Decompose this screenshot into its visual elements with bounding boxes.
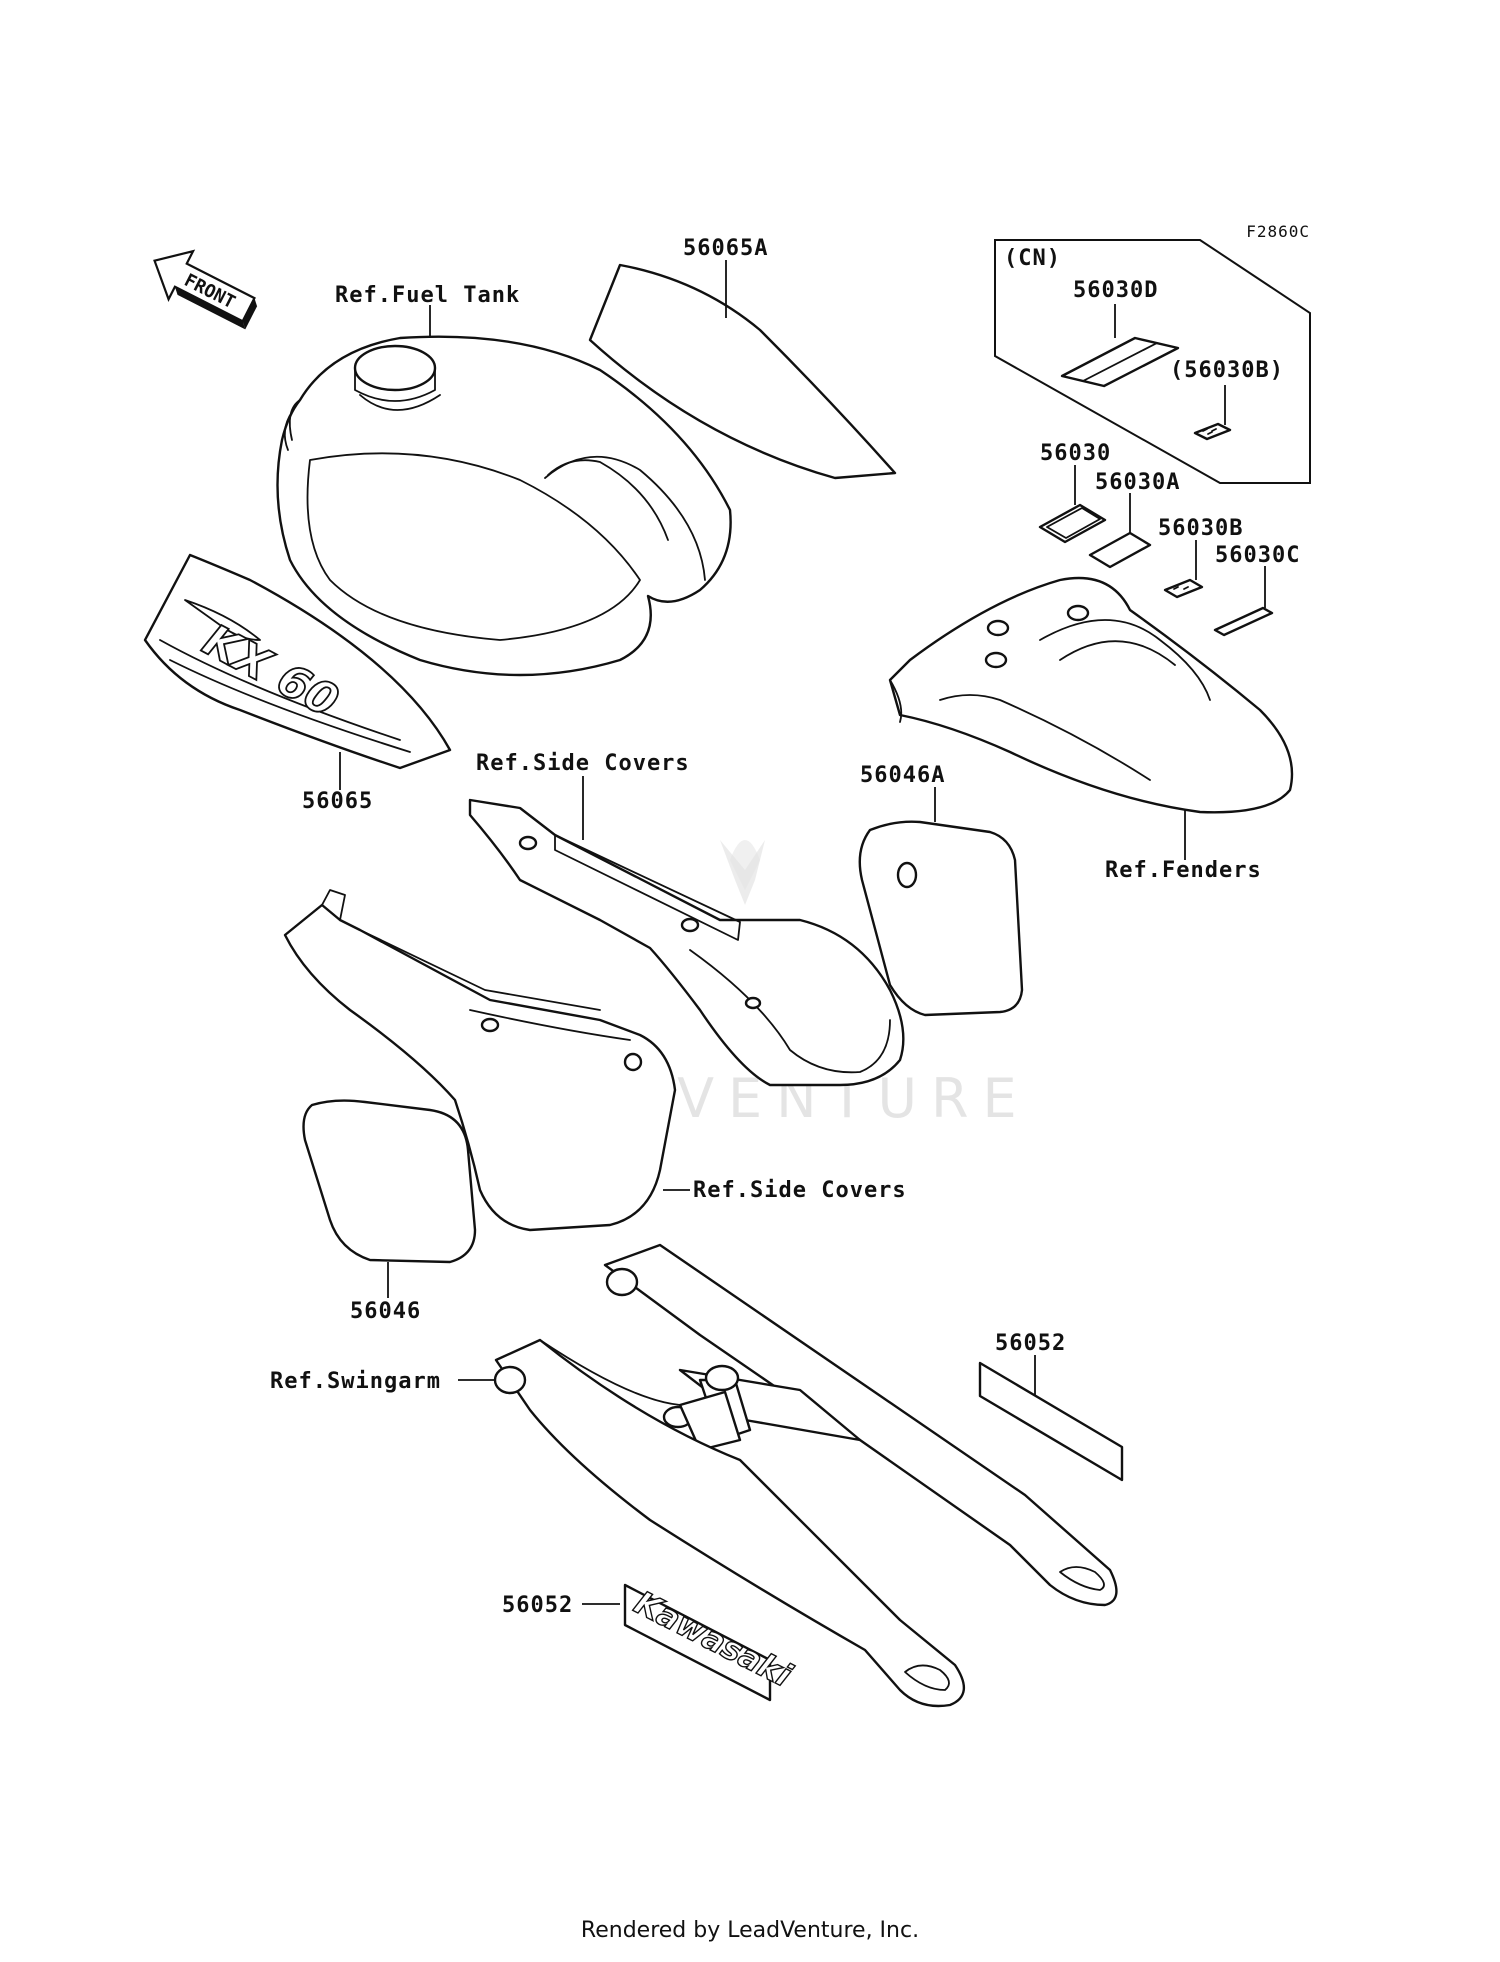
decal-56030A bbox=[1088, 531, 1152, 569]
label-56030C: 56030C bbox=[1215, 543, 1300, 568]
cn-part-56030B: (56030B) bbox=[1170, 358, 1284, 383]
footer-credit: Rendered by LeadVenture, Inc. bbox=[580, 1918, 920, 1943]
decal-56065: KX 60 bbox=[143, 553, 452, 770]
decal-56052-right bbox=[978, 1361, 1124, 1482]
swingarm bbox=[493, 1243, 1118, 1708]
label-56065A: 56065A bbox=[683, 236, 768, 261]
label-56030B: 56030B bbox=[1158, 516, 1243, 541]
diagram-code: F2860C bbox=[1246, 222, 1310, 241]
label-56030: 56030 bbox=[1040, 441, 1111, 466]
label-56052-left: 56052 bbox=[502, 1593, 573, 1618]
decal-56030C bbox=[1213, 606, 1274, 637]
decal-56030B bbox=[1163, 578, 1204, 599]
label-swingarm: Ref.Swingarm bbox=[270, 1369, 441, 1394]
label-56030A: 56030A bbox=[1095, 470, 1180, 495]
side-cover-lower bbox=[283, 889, 677, 1232]
decal-56052-kawasaki: Kawasaki bbox=[623, 1583, 799, 1702]
label-side-covers-lower: Ref.Side Covers bbox=[693, 1178, 907, 1203]
decal-56030 bbox=[1038, 503, 1107, 544]
cn-box: (CN) 56030D (56030B) bbox=[994, 239, 1311, 484]
panel-56046 bbox=[302, 1099, 477, 1264]
panel-56046A bbox=[858, 820, 1024, 1017]
label-56046: 56046 bbox=[350, 1299, 421, 1324]
cn-part-56030D: 56030D bbox=[1073, 278, 1158, 303]
side-cover-upper bbox=[468, 798, 905, 1087]
panel-56065A bbox=[588, 263, 897, 480]
label-56065: 56065 bbox=[302, 789, 373, 814]
label-56046A: 56046A bbox=[860, 763, 945, 788]
fuel-tank bbox=[276, 335, 732, 677]
front-arrow: FRONT bbox=[153, 249, 258, 330]
label-fenders: Ref.Fenders bbox=[1105, 858, 1262, 883]
cn-title: (CN) bbox=[1004, 246, 1061, 271]
rear-fender bbox=[888, 576, 1294, 814]
label-side-covers-upper: Ref.Side Covers bbox=[476, 751, 690, 776]
label-fuel-tank: Ref.Fuel Tank bbox=[335, 283, 520, 308]
label-56052-right: 56052 bbox=[995, 1331, 1066, 1356]
